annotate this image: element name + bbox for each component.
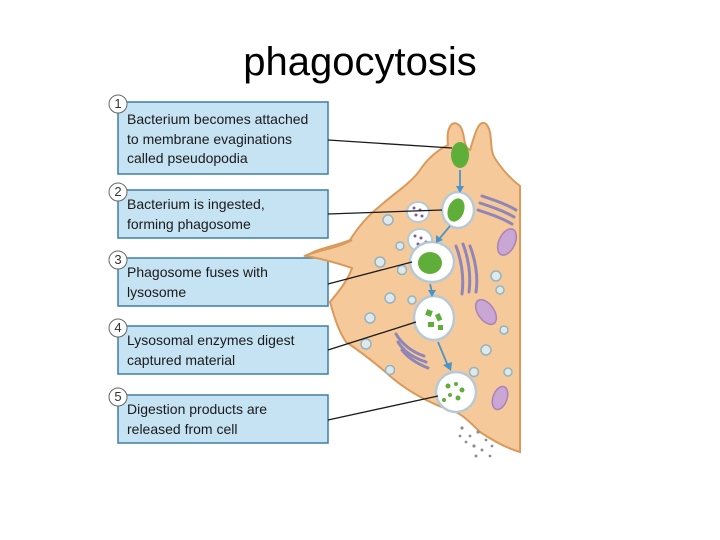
- leader-lines: [327, 139, 453, 421]
- vesicle-dots-1: [412, 206, 424, 218]
- bacterium-1: [451, 142, 469, 168]
- step-number-5: 5: [114, 389, 122, 404]
- step-2-line-2: forming phagosome: [127, 215, 251, 232]
- step-box-5: [108, 387, 329, 444]
- released-particles: [458, 426, 494, 458]
- step-1-line-3: called pseudopodia: [127, 150, 248, 166]
- step-box-3: [108, 250, 329, 307]
- step-3-line-2: lysosome: [127, 283, 187, 300]
- step-1-line-2: to membrane evaginations: [127, 130, 292, 147]
- step-3-line-1: Phagosome fuses with: [127, 264, 268, 280]
- step-number-1: 1: [114, 96, 122, 111]
- cell-body: [303, 121, 521, 454]
- flow-arrows: [428, 170, 464, 371]
- digesting-vesicle-4: [412, 294, 456, 342]
- golgi-2: [454, 242, 479, 296]
- step-1-line-1: Bacterium becomes attached: [127, 111, 309, 127]
- step-text-2: Bacterium is ingested, forming phagosome: [127, 195, 327, 234]
- slide-title: phagocytosis: [243, 40, 477, 84]
- step-box-4: [108, 318, 329, 375]
- step-box-1: [108, 94, 329, 175]
- small-vesicles: [360, 214, 513, 378]
- bacterium-2: [447, 198, 465, 222]
- exocytic-vesicle-5: [434, 370, 478, 414]
- digestion-products-5: [442, 382, 465, 402]
- step-text-3: Phagosome fuses with lysosome: [127, 263, 327, 302]
- step-number-3: 3: [114, 252, 122, 267]
- step-number-4: 4: [114, 320, 122, 335]
- golgi-1: [476, 194, 518, 226]
- bacterium-3: [418, 252, 442, 274]
- step-text-4: Lysosomal enzymes digest captured materi…: [127, 331, 327, 370]
- step-4-line-2: captured material: [127, 351, 236, 368]
- step-number-2: 2: [114, 184, 122, 199]
- step-text-1: Bacterium becomes attached to membrane e…: [127, 110, 327, 169]
- step-2-line-1: Bacterium is ingested,: [127, 196, 265, 212]
- bacterial-fragments-4: [425, 309, 443, 330]
- step-5-line-1: Digestion products are: [127, 401, 268, 417]
- step-text-5: Digestion products are released from cel…: [127, 400, 327, 439]
- pseudopod-left: [303, 239, 353, 257]
- step-5-line-2: released from cell: [127, 420, 238, 437]
- golgi-3: [394, 332, 430, 370]
- step-4-line-1: Lysosomal enzymes digest: [127, 332, 295, 348]
- vesicle-small-1: [406, 201, 430, 223]
- mitochondria: [474, 228, 518, 411]
